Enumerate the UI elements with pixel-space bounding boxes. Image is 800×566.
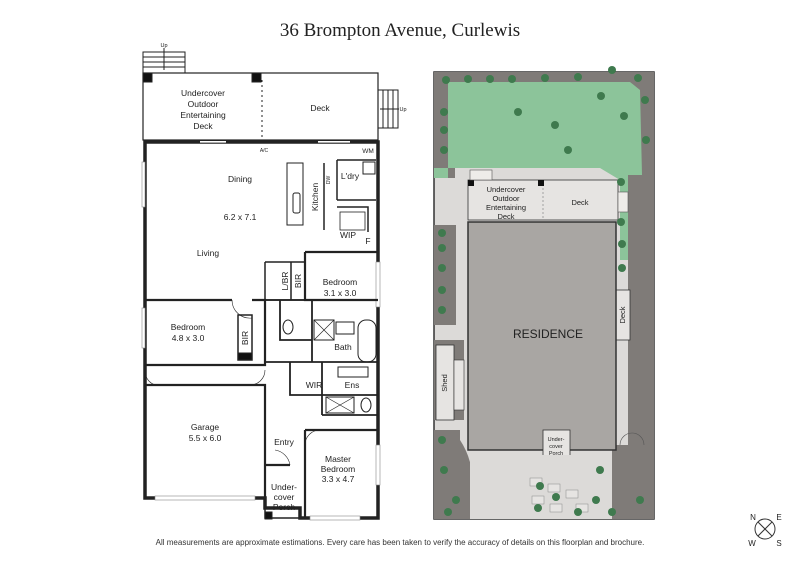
garage-label: Garage: [191, 422, 220, 432]
wm-label: WM: [362, 148, 374, 155]
disclaimer: All measurements are approximate estimat…: [155, 538, 645, 547]
site-side-deck-label: Deck: [618, 306, 627, 323]
bedroom1-label: Bedroom: [171, 322, 206, 332]
linen-label: L/BR: [280, 272, 290, 291]
floor-plan: [141, 48, 399, 521]
ensuite-label: Ens: [345, 380, 360, 390]
compass-icon: N E S W: [748, 513, 781, 548]
residence-label: RESIDENCE: [513, 327, 583, 341]
site-plan: [433, 71, 655, 520]
residence-footprint: [467, 221, 617, 451]
post: [142, 72, 153, 83]
post: [251, 72, 262, 83]
undercover-deck-label-1: Undercover: [181, 88, 225, 98]
ac-label: A/C: [260, 148, 269, 154]
porch-label-1: Under-: [271, 482, 297, 492]
entry-label: Entry: [274, 437, 295, 447]
steps-top: [142, 48, 186, 74]
site-undercover-label-1: Undercover: [487, 185, 526, 194]
master-label-2: Bedroom: [321, 464, 356, 474]
bedroom2-label: Bedroom: [323, 277, 358, 287]
deck-label: Deck: [310, 103, 330, 113]
compass-south: S: [776, 539, 781, 548]
porch-label-2: cover: [274, 492, 295, 502]
undercover-deck-label-4: Deck: [193, 121, 213, 131]
dw-label: DW: [326, 176, 332, 185]
laundry-label: L'dry: [341, 171, 360, 181]
fridge-label: F: [365, 236, 370, 246]
site-undercover-label-4: Deck: [497, 212, 514, 221]
site-undercover-label-2: Outdoor: [492, 194, 520, 203]
wir-label: WIR: [306, 380, 323, 390]
plants: [438, 66, 650, 516]
page-title: 36 Brompton Avenue, Curlewis: [279, 20, 521, 41]
undercover-deck-label-3: Entertaining: [180, 110, 226, 120]
bir-label-bedroom2: BIR: [293, 274, 303, 288]
living-label: Living: [197, 248, 219, 258]
site-undercover-label-3: Entertaining: [486, 203, 526, 212]
outdoor-deck-outline: [142, 72, 379, 141]
bath-label: Bath: [334, 342, 352, 352]
kitchen-label: Kitchen: [310, 183, 320, 212]
bedroom1-size-label: 4.8 x 3.0: [172, 333, 205, 343]
site-porch-label-3: Porch: [549, 451, 563, 457]
compass-west: W: [748, 539, 756, 548]
master-label: Master: [325, 454, 351, 464]
dining-size-label: 6.2 x 7.1: [224, 212, 257, 222]
stairs-up-label: Up: [160, 43, 167, 49]
kitchen-island: [286, 162, 304, 226]
site-porch-label-2: cover: [549, 444, 563, 450]
garage-size-label: 5.5 x 6.0: [189, 433, 222, 443]
dining-label: Dining: [228, 174, 252, 184]
stairs-up-label-right: Up: [399, 107, 406, 113]
shed-label: Shed: [440, 374, 449, 392]
undercover-deck-label-2: Outdoor: [188, 99, 219, 109]
bir-label-bedroom1: BIR: [240, 331, 250, 345]
porch-label-3: Porch: [273, 502, 295, 512]
compass-north: N: [750, 513, 756, 522]
master-size-label: 3.3 x 4.7: [322, 474, 355, 484]
bedroom2-size-label: 3.1 x 3.0: [324, 288, 357, 298]
steps-right: [377, 89, 399, 129]
site-porch-label-1: Under-: [548, 437, 565, 443]
wip-label: WIP: [340, 230, 356, 240]
site-deck-label: Deck: [571, 198, 588, 207]
compass-east: E: [776, 513, 781, 522]
